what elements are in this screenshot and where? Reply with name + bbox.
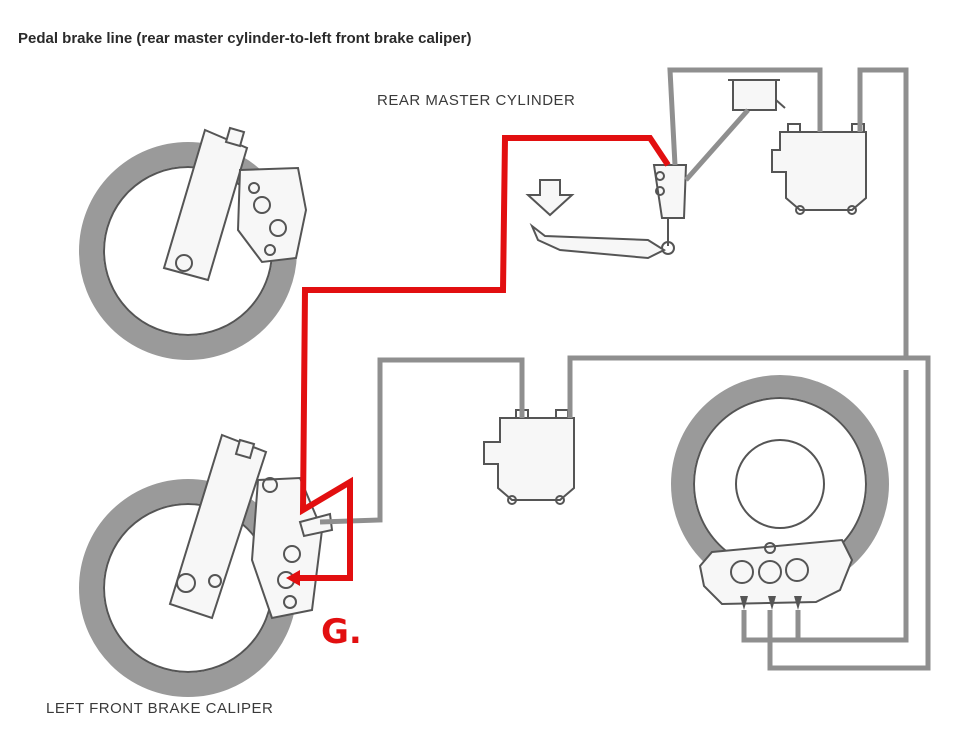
upper-caliper-piston-1 xyxy=(253,196,271,214)
upper-fork-assembly xyxy=(162,126,308,282)
rear-reservoir xyxy=(732,79,777,111)
line-right-loop-outer xyxy=(767,355,931,671)
upper-axle-nut xyxy=(175,254,193,272)
upper-right-caliper xyxy=(771,123,867,215)
upper-right-caliper-body xyxy=(771,131,867,211)
callout-g-label: G. xyxy=(321,612,362,652)
rear-reservoir-nipple xyxy=(775,99,786,109)
upper-caliper-bolt-2 xyxy=(248,182,260,194)
brake-pedal xyxy=(529,222,667,260)
pedal-brake-line xyxy=(286,135,671,586)
line-upper-caliper-to-middle xyxy=(567,67,909,418)
gray-brake-lines xyxy=(319,67,931,671)
line-right-loop-inner xyxy=(741,370,909,643)
upper-caliper-bolt xyxy=(264,244,276,256)
upper-caliper-piston-2 xyxy=(269,219,287,237)
pedal-press-arrow xyxy=(525,179,575,217)
upper-caliper-body xyxy=(236,166,308,264)
rmc-port-2 xyxy=(655,186,665,196)
rear-caliper-body xyxy=(698,538,854,606)
middle-caliper xyxy=(483,409,575,505)
left-caliper-bolt xyxy=(283,595,297,609)
lower-axle-nut xyxy=(176,573,196,593)
upper-fork-tab xyxy=(224,126,246,148)
left-front-brake-caliper-label: LEFT FRONT BRAKE CALIPER xyxy=(46,700,274,717)
left-front-caliper-assembly xyxy=(168,433,334,620)
diagram-title: Pedal brake line (rear master cylinder-t… xyxy=(18,30,472,47)
rear-master-cylinder-label: REAR MASTER CYLINDER xyxy=(377,92,576,109)
lower-axle-bolt xyxy=(208,574,222,588)
rmc-port-1 xyxy=(655,171,665,181)
lower-fork-tab xyxy=(234,438,256,460)
left-caliper-piston-1 xyxy=(283,545,301,563)
rear-master-cylinder-assembly xyxy=(525,79,786,260)
rear-hub xyxy=(735,439,825,529)
rear-master-cylinder-body xyxy=(652,164,688,219)
line-reservoir-hose xyxy=(684,108,750,182)
left-caliper-bleeder xyxy=(262,477,278,493)
middle-caliper-body xyxy=(483,417,575,501)
line-middle-to-left-front xyxy=(319,357,525,525)
red-brake-line xyxy=(292,135,671,581)
red-arrowhead xyxy=(286,570,300,586)
line-rmc-to-upper-caliper xyxy=(667,67,823,166)
rear-caliper-assembly xyxy=(698,538,854,610)
